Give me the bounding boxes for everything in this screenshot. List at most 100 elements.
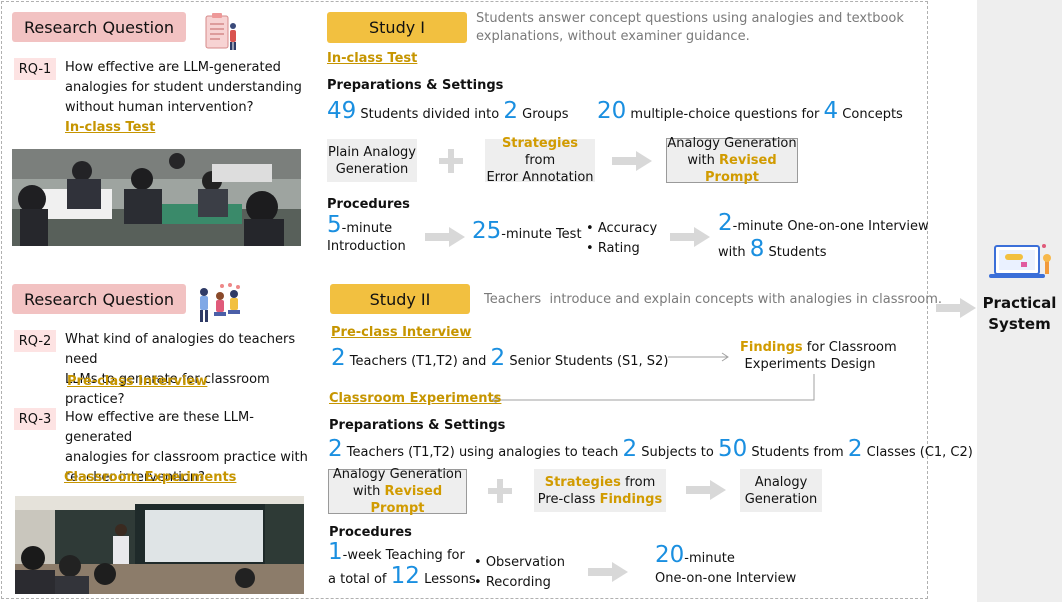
stat-number: 1 xyxy=(328,539,343,565)
research-question-header-label: Research Question xyxy=(23,17,175,37)
group-people-icon xyxy=(200,283,240,322)
box-line: Generation xyxy=(335,161,409,177)
return-connector-arrow xyxy=(491,374,815,404)
study-1-badge: Study I xyxy=(327,12,467,43)
stat-text: Classes (C1, C2) xyxy=(866,445,973,460)
proc-text: -minute One-on-one Interview xyxy=(732,219,929,234)
stat-number: 2 xyxy=(847,436,863,462)
study-1-description: Students answer concept questions using … xyxy=(476,10,916,46)
rq-line: analogies for classroom practice with xyxy=(65,450,308,465)
study-2-proc-title: Procedures xyxy=(329,525,412,540)
research-question-header: Research Question xyxy=(12,284,186,314)
rq-tag-label: RQ-2 xyxy=(18,333,52,349)
findings-word: for Classroom xyxy=(806,340,897,355)
findings-line: Experiments Design xyxy=(744,357,876,372)
proc-line: 2-minute One-on-one Interview xyxy=(718,212,929,238)
rq-line: How effective are LLM-generated xyxy=(65,60,281,75)
main-dashed-frame xyxy=(1,1,928,599)
stat-text: Teachers (T1,T2) using analogies to teac… xyxy=(346,445,619,460)
proc-step-interview: 2-minute One-on-one Interview with 8 Stu… xyxy=(718,212,929,264)
practical-system-title: Practical System xyxy=(977,293,1062,335)
laptop-icon xyxy=(989,244,1051,278)
stat-number: 25 xyxy=(472,218,502,244)
research-question-header-label: Research Question xyxy=(23,289,175,309)
box-word: with xyxy=(687,153,715,168)
arrow-right-icon xyxy=(425,227,465,247)
rq-tag: RQ-2 xyxy=(14,330,56,352)
box-word: Pre-class xyxy=(537,491,596,507)
stat-number: 2 xyxy=(718,210,733,236)
stat-text: Students from xyxy=(751,445,844,460)
stat-text: Subjects to xyxy=(641,445,714,460)
proc-text: -minute Test xyxy=(501,227,582,242)
rq-tag-label: RQ-3 xyxy=(18,411,52,427)
study-2-prep-title: Preparations & Settings xyxy=(329,418,506,433)
proc-step-interview: 20-minute One-on-one Interview xyxy=(655,544,796,589)
rq-line: teacher intervention? xyxy=(65,470,205,485)
stat-number: 8 xyxy=(749,236,765,262)
box-word: from xyxy=(524,153,556,168)
gold-word: Findings xyxy=(740,340,803,355)
proc-text: -minute xyxy=(341,221,393,236)
rq-question-text: What kind of analogies do teachers need … xyxy=(65,330,327,410)
gold-word: Revised Prompt xyxy=(370,484,443,516)
box-word: from xyxy=(624,474,656,490)
arrow-right-icon xyxy=(936,298,976,318)
proc-text: -week Teaching for xyxy=(342,548,465,563)
stat-number: 50 xyxy=(717,436,748,462)
strategies-box: Strategies from Pre-class Findings xyxy=(534,469,666,512)
rq-line: analogies for student understanding xyxy=(65,80,302,95)
analogy-generation-box: Analogy Generation with Revised Prompt xyxy=(666,136,798,186)
box-line: Strategies from xyxy=(485,135,595,169)
proc-line: 1-week Teaching for xyxy=(328,539,476,566)
proc-step-teaching: 1-week Teaching for a total of 12 Lesson… xyxy=(328,539,476,590)
proc-text: -minute xyxy=(684,551,735,566)
study-1-test-link[interactable]: In-class Test xyxy=(327,51,418,66)
practical-line: System xyxy=(988,315,1051,333)
plus-icon xyxy=(488,479,512,503)
stat-number: 4 xyxy=(823,98,839,124)
study-1-questions-line: 20 multiple-choice questions for 4 Conce… xyxy=(597,98,903,124)
clipboard-person-icon xyxy=(205,13,236,50)
practical-line: Practical xyxy=(982,294,1057,312)
stat-number: 2 xyxy=(331,345,346,371)
stat-text: Students divided into xyxy=(360,107,500,122)
stat-number: 2 xyxy=(490,345,506,371)
thin-arrow-right-icon xyxy=(668,352,729,362)
bullet-list: • Observation • Recording xyxy=(474,553,565,593)
rq-tag: RQ-1 xyxy=(14,58,56,80)
study-2-experiments-link[interactable]: Classroom Experiments xyxy=(329,391,502,406)
gold-word: Strategies xyxy=(501,136,579,151)
description-line: explanations, without examiner guidance. xyxy=(476,29,750,44)
box-line: Plain Analogy xyxy=(327,144,416,160)
proc-text: Introduction xyxy=(327,239,406,254)
proc-text: with xyxy=(718,245,746,260)
bullet-list: • Accuracy • Rating xyxy=(586,219,657,259)
gold-word: Revised Prompt xyxy=(705,153,777,185)
arrow-right-icon xyxy=(588,562,628,582)
box-word: with xyxy=(352,484,381,499)
gold-word: Findings xyxy=(599,491,663,507)
study-2-badge: Study II xyxy=(330,284,470,314)
analogy-generation-box: Analogy Generation with Revised Prompt xyxy=(328,467,467,516)
bullet-text: Rating xyxy=(597,241,640,256)
plain-analogy-box: Analogy Generation xyxy=(740,469,822,512)
study-2-interview-link[interactable]: Pre-class Interview xyxy=(331,325,472,340)
rq-method-link[interactable]: Pre-class Interview xyxy=(67,374,208,389)
box-line: Analogy xyxy=(754,474,808,490)
box-line: with Revised Prompt xyxy=(667,152,797,186)
stat-number: 49 xyxy=(327,98,357,124)
stat-text: Groups xyxy=(522,107,569,122)
plus-icon xyxy=(439,149,463,173)
arrow-right-icon xyxy=(670,227,710,247)
classroom-test-photo xyxy=(12,149,301,246)
proc-line: 5-minute xyxy=(327,214,406,238)
stat-number: 2 xyxy=(622,436,638,462)
rq-method-link[interactable]: In-class Test xyxy=(65,120,156,135)
proc-line: 20-minute xyxy=(655,544,796,569)
bullet-item: • Recording xyxy=(474,575,551,590)
box-line: Pre-class Findings xyxy=(538,491,662,508)
rq-line: What kind of analogies do teachers need xyxy=(65,332,296,367)
rq-method-link[interactable]: Classroom Experiments xyxy=(64,470,237,485)
study-1-prep-line: 49 Students divided into 2 Groups xyxy=(327,98,569,124)
